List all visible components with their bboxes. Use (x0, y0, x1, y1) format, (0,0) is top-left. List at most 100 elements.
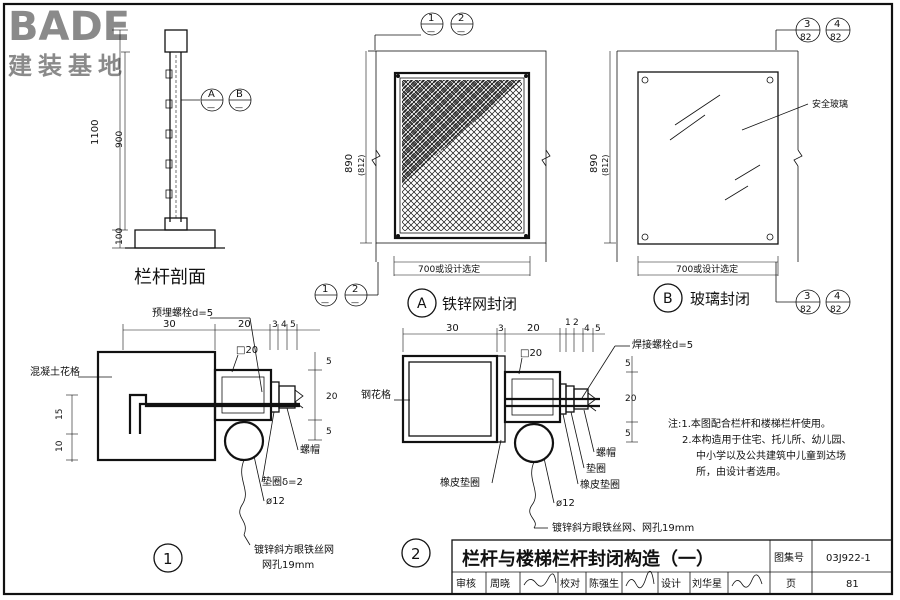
detail-1-bolt-label: 预埋螺栓d=5 (152, 306, 213, 319)
detail-2-dim-2: 2 (573, 318, 579, 328)
detail-2-marker (401, 538, 431, 568)
section-callout-b-top: B (236, 89, 243, 100)
panel-a-marker-letter: A (417, 296, 427, 312)
panel-b-marker-letter: B (663, 291, 673, 307)
detail-2-number: 2 (411, 545, 421, 563)
detail-1-column-label: 混凝土花格 (30, 365, 80, 378)
panel-b-marker (653, 283, 683, 313)
watermark-brand: BADE (8, 4, 130, 50)
note-line-1: 注:1.本图配合栏杆和楼梯栏杆使用。 (668, 417, 831, 430)
panel-a-top-callout-1-top: 1 (428, 13, 434, 24)
panel-b-top-callout-2-top: 4 (834, 19, 840, 30)
review-label: 审核 (456, 577, 476, 590)
railing-section-view: 1100 900 100 A — B — 栏杆剖面 (90, 29, 252, 288)
detail-1-nut-label: 螺帽 (300, 443, 320, 456)
panel-a-bottom-callout-2-top: 2 (352, 284, 358, 295)
review-name: 周晓 (490, 578, 510, 590)
page-number: 81 (846, 579, 859, 590)
section-dim-100: 100 (115, 228, 125, 245)
panel-b-top-callout-1-bottom: 82 (800, 33, 811, 43)
note-line-4: 所，由设计者选用。 (696, 465, 786, 478)
detail-2-right-dim-5a: 5 (625, 359, 631, 369)
detail-2-nut-label: 螺帽 (596, 446, 616, 459)
watermark-subtitle: 建装基地 (8, 52, 128, 80)
detail-2-dim-4: 4 (584, 324, 590, 334)
detail-1-dim-4: 4 (281, 320, 287, 330)
check-label: 校对 (560, 577, 580, 590)
detail-1-dim-5: 5 (290, 320, 296, 330)
section-dim-1100: 1100 (90, 120, 101, 145)
design-name: 刘华星 (692, 577, 722, 590)
panel-a-top-callout-2-top: 2 (458, 13, 464, 24)
panel-b-top-callout-1-top: 3 (804, 19, 810, 30)
panel-b-top-callout-2-bottom: 82 (830, 33, 841, 43)
check-name: 陈强生 (589, 577, 619, 590)
panel-a-bottom-callout-1-top: 1 (322, 284, 328, 295)
atlas-number: 03J922-1 (826, 553, 871, 564)
panel-a-height-dim: 890 (344, 154, 355, 173)
detail-1-marker (153, 543, 183, 573)
detail-2-square-label: □20 (520, 348, 542, 359)
detail-2-steel-lattice: 30 3 20 1 2 4 5 钢花格 □20 焊接螺栓d=5 螺帽 垫圈 (361, 318, 694, 568)
panel-a-bottom-callout-1-bottom: — (321, 298, 329, 307)
detail-2-rod-label: ø12 (556, 498, 575, 509)
sheet-title: 栏杆与楼梯栏杆封闭构造（一） (462, 548, 714, 570)
detail-2-washer-label: 垫圈 (586, 462, 606, 475)
detail-1-right-dim-5b: 5 (326, 427, 332, 437)
design-label: 设计 (661, 577, 681, 590)
panel-a-title: 铁锌网封闭 (442, 295, 517, 313)
panel-b-glass-enclosure: 3 82 4 82 安全玻璃 890 (812) (589, 17, 851, 315)
detail-1-right-dim-5a: 5 (326, 357, 332, 367)
detail-2-right-dim-5b: 5 (625, 429, 631, 439)
detail-1-mesh-label: 镀锌斜方眼铁丝网 (254, 543, 334, 556)
atlas-label: 图集号 (774, 551, 804, 564)
detail-2-dim-3: 3 (498, 324, 504, 334)
panel-b-height-dim-alt: (812) (601, 154, 610, 176)
detail-1-washer-label: 垫圈δ=2 (262, 475, 303, 488)
page-label: 页 (786, 578, 796, 590)
detail-2-bolt-label: 焊接螺栓d=5 (632, 338, 693, 351)
section-callout-b-bottom: — (235, 103, 243, 112)
detail-1-dim-3: 3 (272, 320, 278, 330)
panel-b-bottom-callout-1-bottom: 82 (800, 305, 811, 315)
section-callout-a-top: A (208, 89, 215, 100)
detail-1-dim-30: 30 (163, 319, 176, 330)
detail-1-square-label: □20 (236, 345, 258, 356)
section-caption: 栏杆剖面 (134, 267, 206, 288)
detail-2-dim-5: 5 (595, 324, 601, 334)
panel-a-height-dim-alt: (812) (357, 154, 366, 176)
note-line-2: 2.本构造用于住宅、托儿所、幼儿园、 (682, 433, 852, 446)
panel-b-title: 玻璃封闭 (690, 290, 750, 308)
panel-b-bottom-callout-2-top: 4 (834, 291, 840, 302)
panel-a-marker (407, 288, 437, 318)
detail-1-rod-label: ø12 (266, 496, 285, 507)
panel-b-height-dim: 890 (589, 154, 600, 173)
panel-b-width-dim: 700或设计选定 (676, 263, 738, 275)
detail-1-number: 1 (163, 550, 173, 568)
detail-1-dim-20: 20 (238, 319, 251, 330)
panel-a-top-callout-1-bottom: — (427, 27, 435, 36)
detail-2-right-dim-20: 20 (625, 394, 637, 404)
detail-2-dim-1: 1 (565, 318, 571, 328)
panel-a-width-dim: 700或设计选定 (418, 263, 480, 275)
section-dim-900: 900 (115, 131, 125, 148)
panel-a-top-callout-2-bottom: — (457, 27, 465, 36)
detail-1-left-dim-10: 10 (55, 440, 65, 452)
detail-2-rubber-pad-left-label: 橡皮垫圈 (440, 476, 480, 489)
notes-block: 注:1.本图配合栏杆和楼梯栏杆使用。 2.本构造用于住宅、托儿所、幼儿园、 中小… (668, 417, 852, 478)
design-signature (731, 574, 763, 588)
section-callout-a-bottom: — (207, 103, 215, 112)
detail-2-dim-20: 20 (527, 323, 540, 334)
review-signature (523, 573, 557, 587)
detail-2-rubber-pad-right-label: 橡皮垫圈 (580, 478, 620, 491)
detail-2-dim-30: 30 (446, 323, 459, 334)
panel-b-bottom-callout-2-bottom: 82 (830, 305, 841, 315)
panel-b-glass-label: 安全玻璃 (812, 98, 848, 110)
panel-b-bottom-callout-1-top: 3 (804, 291, 810, 302)
detail-1-mesh-hole-label: 网孔19mm (262, 559, 314, 571)
panel-a-mesh-enclosure: 1 — 2 — 890 (812) 700或设计选定 (314, 12, 551, 318)
detail-2-mesh-label: 镀锌斜方眼铁丝网、网孔19mm (552, 521, 694, 534)
detail-2-column-label: 钢花格 (361, 388, 391, 401)
